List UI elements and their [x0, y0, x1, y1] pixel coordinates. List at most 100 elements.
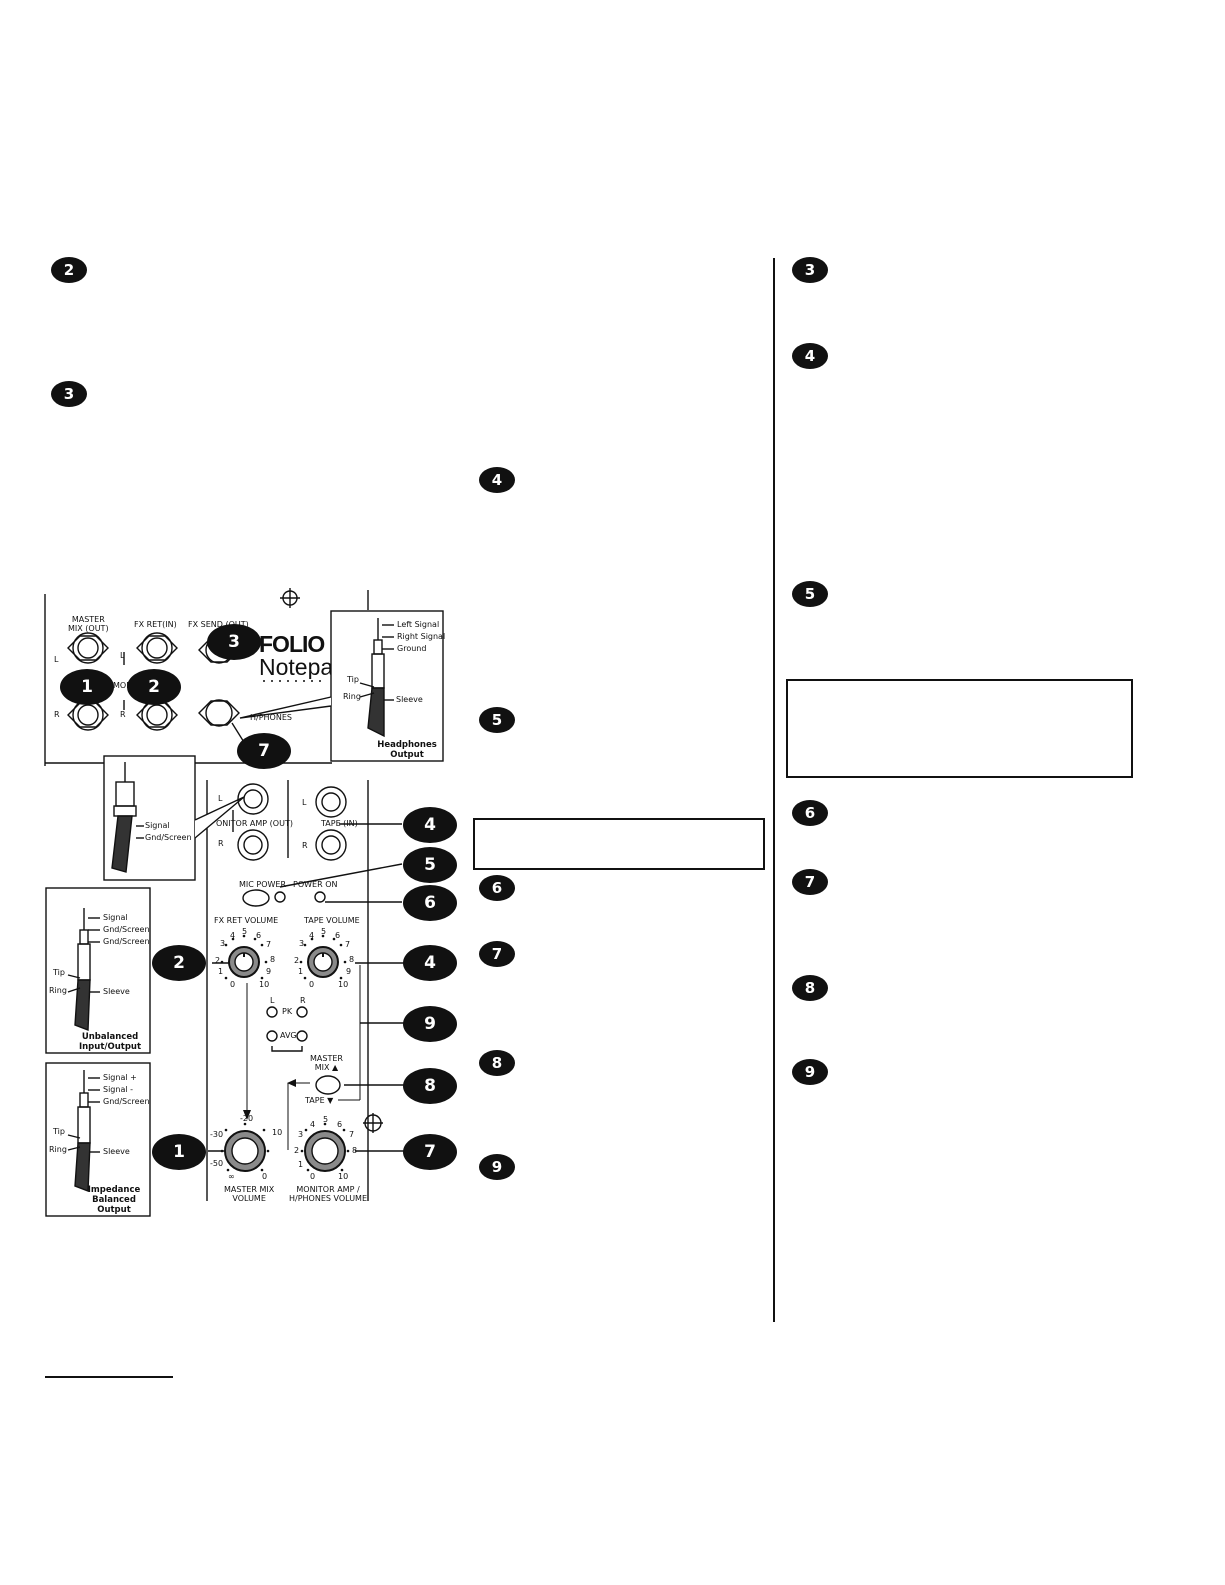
jack-fx-ret-l: [136, 632, 178, 664]
callout-rear-1: 1: [60, 669, 114, 705]
scale-fx-0: 0: [230, 980, 236, 989]
label-unbal-gnd-1: Gnd/Screen: [103, 925, 150, 934]
callout-rear-7: 7: [237, 733, 291, 769]
scale-fx-7: 7: [266, 940, 272, 949]
marker-right-3: 3: [792, 257, 828, 283]
scale-tape-2: 2: [294, 956, 300, 965]
label-fx-send-out: FX SEND (OUT): [188, 620, 249, 629]
marker-right-7: 7: [792, 869, 828, 895]
scale-tape-9: 9: [346, 967, 352, 976]
label-bal-signal-plus: Signal +: [103, 1073, 137, 1082]
label-bal-tip: Tip: [53, 1127, 65, 1136]
label-bal-gnd: Gnd/Screen: [103, 1097, 150, 1106]
balanced-plug-icon: [67, 1070, 100, 1193]
label-front-r-2: R: [302, 841, 308, 850]
scale-fx-10: 10: [259, 980, 270, 989]
marker-mid-5: 5: [479, 707, 515, 733]
label-rear-r-1: R: [54, 710, 60, 719]
column-divider: [773, 258, 775, 1322]
caption-unbalanced: Unbalanced Input/Output: [78, 1032, 142, 1053]
marker-mid-9: 9: [479, 1154, 515, 1180]
monitor-volume-knob: [304, 1130, 346, 1172]
label-front-l-2: L: [302, 798, 307, 807]
headphone-plug-icon: [359, 618, 394, 738]
brand-folio: FOLIO: [259, 631, 325, 657]
unbalanced-plug-icon: [67, 908, 100, 1032]
pk-led-r: [296, 1006, 308, 1018]
mic-power-switch: [242, 889, 270, 907]
scale-fx-3: 3: [220, 939, 226, 948]
label-monitor-volume: MONITOR AMP / H/PHONES VOLUME: [289, 1185, 368, 1203]
callout-front-4-tape-in: 4: [403, 807, 457, 843]
scale-mon-4: 4: [310, 1120, 316, 1129]
mount-crosshair-icon: [280, 588, 300, 608]
label-unbal-gnd-2: Gnd/Screen: [103, 937, 150, 946]
scale-tape-6: 6: [335, 931, 341, 940]
label-tape-switch: TAPE ▼: [305, 1096, 334, 1105]
master-tape-switch: [315, 1075, 341, 1095]
marker-mid-8: 8: [479, 1050, 515, 1076]
scale-tape-10: 10: [338, 980, 349, 989]
avg-led-l: [266, 1030, 278, 1042]
callout-front-7: 7: [403, 1134, 457, 1170]
marker-mid-7: 7: [479, 941, 515, 967]
scale-master-0: 0: [262, 1172, 268, 1181]
scale-mon-5: 5: [323, 1115, 329, 1124]
marker-left-3: 3: [51, 381, 87, 407]
scale-fx-4: 4: [230, 931, 236, 940]
label-fx-ret-in: FX RET(IN): [134, 620, 177, 629]
scale-tape-8: 8: [349, 955, 355, 964]
marker-right-4: 4: [792, 343, 828, 369]
label-ground: Ground: [397, 644, 427, 653]
marker-right-9: 9: [792, 1059, 828, 1085]
label-rca-signal: Signal: [145, 821, 170, 830]
scale-mon-6: 6: [337, 1120, 343, 1129]
label-monitor-amp-out: ONITOR AMP (OUT): [216, 819, 293, 828]
scale-tape-4: 4: [309, 931, 315, 940]
label-front-r-1: R: [218, 839, 224, 848]
master-mix-volume-knob: [224, 1130, 266, 1172]
label-led-r: R: [300, 996, 306, 1005]
label-master-mix-volume: MASTER MIX VOLUME: [224, 1185, 275, 1203]
label-bal-ring: Ring: [49, 1145, 67, 1154]
scale-mon-1: 1: [298, 1160, 304, 1169]
label-unbal-signal: Signal: [103, 913, 128, 922]
callout-rear-2: 2: [127, 669, 181, 705]
marker-right-5: 5: [792, 581, 828, 607]
label-mono: MONO: [113, 681, 139, 690]
label-rear-l-1: L: [54, 655, 59, 664]
tape-volume-knob: [307, 946, 339, 978]
label-hp-tip: Tip: [347, 675, 359, 684]
label-master-mix-out: MASTER MIX (OUT): [68, 615, 109, 633]
label-avg: AVG: [280, 1031, 297, 1040]
callout-front-9: 9: [403, 1006, 457, 1042]
scale-master-m30: -30: [210, 1130, 224, 1139]
label-fx-ret-volume: FX RET VOLUME: [214, 916, 279, 925]
brand-dots: [263, 680, 321, 682]
jack-headphones: [198, 699, 240, 727]
brand-notepad: Notepa: [259, 656, 331, 679]
caption-balanced: Impedance Balanced Output: [87, 1185, 141, 1216]
balanced-plug-inset: [45, 1062, 151, 1217]
label-left-signal: Left Signal: [397, 620, 440, 629]
scale-mon-2: 2: [294, 1146, 300, 1155]
scale-master-m20: -20: [240, 1114, 254, 1123]
callout-front-1: 1: [152, 1134, 206, 1170]
callout-rear-3: 3: [207, 624, 261, 660]
label-power-on: POWER ON: [293, 880, 338, 889]
scale-fx-1: 1: [218, 967, 224, 976]
label-hphones: H/PHONES: [250, 713, 292, 722]
mic-power-led: [274, 891, 286, 903]
rca-plug-icon: [111, 762, 144, 873]
label-rear-r-2: R: [120, 710, 126, 719]
scale-tape-3: 3: [299, 939, 305, 948]
jack-monitor-r: [237, 829, 269, 861]
marker-mid-6: 6: [479, 875, 515, 901]
scale-mon-3: 3: [298, 1130, 304, 1139]
scale-mon-7: 7: [349, 1130, 355, 1139]
note-box-right: [786, 679, 1133, 778]
callout-front-6: 6: [403, 885, 457, 921]
jack-monitor-l: [237, 783, 269, 815]
callout-front-2: 2: [152, 945, 206, 981]
